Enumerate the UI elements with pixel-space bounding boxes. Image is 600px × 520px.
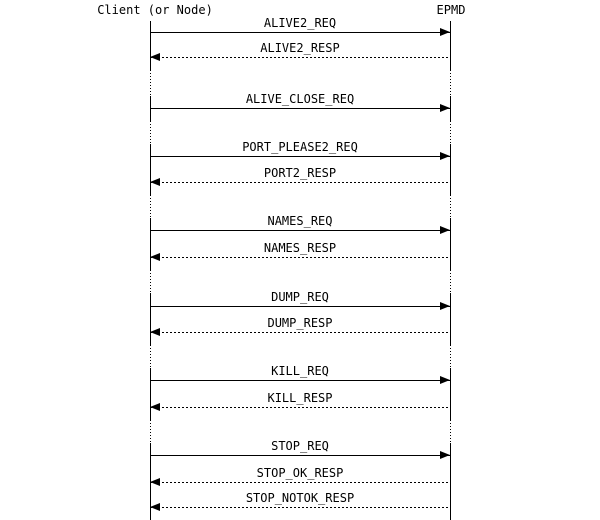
arrowhead-icon: [440, 152, 450, 160]
lifeline-label-client: Client (or Node): [97, 3, 213, 17]
message-arrow-line: [150, 156, 450, 157]
message-arrow-line: [150, 380, 450, 381]
lifeline-segment-epmd: [450, 443, 451, 520]
lifeline-segment-epmd: [450, 96, 451, 121]
message-arrow-line: [150, 32, 450, 33]
message-arrow-line: [150, 108, 450, 109]
message-label: DUMP_RESP: [267, 316, 333, 330]
lifeline-segment-epmd: [450, 218, 451, 270]
arrowhead-icon: [150, 178, 160, 186]
lifeline-label-epmd: EPMD: [436, 3, 466, 17]
lifeline-segment-client: [150, 293, 151, 345]
message-arrow-line: [150, 230, 450, 231]
arrowhead-icon: [150, 328, 160, 336]
lifeline-segment-client: [150, 21, 151, 70]
message-arrow-line: [150, 332, 450, 333]
lifeline-segment-epmd: [450, 195, 451, 218]
arrowhead-icon: [440, 104, 450, 112]
lifeline-segment-epmd: [450, 121, 451, 144]
arrowhead-icon: [440, 28, 450, 36]
message-label: STOP_NOTOK_RESP: [245, 491, 355, 505]
message-label: DUMP_REQ: [271, 290, 329, 304]
message-label: PORT_PLEASE2_REQ: [242, 140, 358, 154]
lifeline-segment-client: [150, 195, 151, 218]
message-label: PORT2_RESP: [263, 166, 337, 180]
lifeline-segment-epmd: [450, 270, 451, 293]
message-label: KILL_RESP: [267, 391, 333, 405]
message-arrow-line: [150, 507, 450, 508]
arrowhead-icon: [440, 451, 450, 459]
lifeline-segment-client: [150, 368, 151, 420]
lifeline-segment-epmd: [450, 70, 451, 96]
message-arrow-line: [150, 455, 450, 456]
lifeline-segment-client: [150, 121, 151, 144]
arrowhead-icon: [440, 376, 450, 384]
message-label: STOP_OK_RESP: [256, 466, 344, 480]
lifeline-segment-client: [150, 144, 151, 195]
lifeline-segment-client: [150, 270, 151, 293]
lifeline-segment-client: [150, 70, 151, 96]
arrowhead-icon: [150, 403, 160, 411]
message-arrow-line: [150, 257, 450, 258]
message-label: KILL_REQ: [271, 364, 329, 378]
message-label: NAMES_REQ: [267, 214, 333, 228]
lifeline-segment-client: [150, 345, 151, 368]
message-label: ALIVE_CLOSE_REQ: [245, 92, 355, 106]
lifeline-segment-client: [150, 218, 151, 270]
lifeline-segment-epmd: [450, 293, 451, 345]
arrowhead-icon: [150, 503, 160, 511]
lifeline-segment-epmd: [450, 368, 451, 420]
message-label: STOP_REQ: [271, 439, 329, 453]
arrowhead-icon: [440, 302, 450, 310]
message-label: NAMES_RESP: [263, 241, 337, 255]
lifeline-segment-epmd: [450, 21, 451, 70]
arrowhead-icon: [440, 226, 450, 234]
message-arrow-line: [150, 407, 450, 408]
arrowhead-icon: [150, 478, 160, 486]
arrowhead-icon: [150, 53, 160, 61]
message-arrow-line: [150, 57, 450, 58]
lifeline-segment-epmd: [450, 144, 451, 195]
message-arrow-line: [150, 182, 450, 183]
lifeline-segment-client: [150, 420, 151, 443]
message-arrow-line: [150, 306, 450, 307]
lifeline-segment-epmd: [450, 345, 451, 368]
lifeline-segment-epmd: [450, 420, 451, 443]
message-arrow-line: [150, 482, 450, 483]
message-label: ALIVE2_REQ: [263, 16, 337, 30]
message-label: ALIVE2_RESP: [260, 41, 340, 55]
arrowhead-icon: [150, 253, 160, 261]
